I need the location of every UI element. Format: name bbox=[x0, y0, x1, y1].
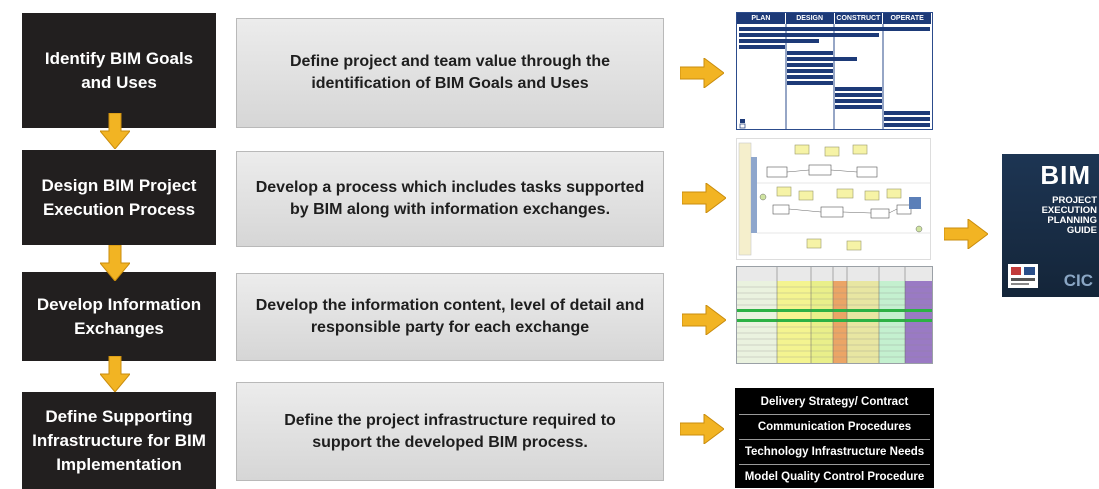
process-map-thumbnail bbox=[736, 138, 931, 260]
right-arrow-icon bbox=[944, 219, 988, 249]
step-3-description: Develop the information content, level o… bbox=[255, 297, 645, 336]
infrastructure-item-model-quality-control: Model Quality Control Procedure bbox=[744, 471, 925, 483]
book-publisher: CIC bbox=[1063, 271, 1093, 290]
right-arrow-icon bbox=[682, 183, 726, 213]
step-3-box: Develop Information Exchanges bbox=[22, 272, 216, 361]
infrastructure-item-delivery-strategy: Delivery Strategy/ Contract bbox=[739, 391, 930, 415]
step-4-box: Define Supporting Infrastructure for BIM… bbox=[22, 392, 216, 489]
phase-header: PLAN DESIGN CONSTRUCT OPERATE bbox=[737, 13, 932, 24]
phase-plan: PLAN bbox=[737, 13, 786, 24]
process-map-graphic bbox=[738, 142, 930, 256]
step-2-description: Develop a process which includes tasks s… bbox=[255, 179, 645, 218]
right-arrow-icon bbox=[680, 58, 724, 88]
phase-operate: OPERATE bbox=[883, 13, 932, 24]
bim-planning-guide-cover: BIM PROJECT EXECUTION PLANNING GUIDE CIC bbox=[1002, 154, 1099, 297]
phase-design: DESIGN bbox=[786, 13, 835, 24]
step-2-title: Design BIM Project Execution Process bbox=[41, 175, 197, 219]
step-4-description-box: Define the project infrastructure requir… bbox=[236, 382, 664, 481]
phase-construct: CONSTRUCT bbox=[835, 13, 884, 24]
step-1-title: Identify BIM Goals and Uses bbox=[44, 48, 194, 92]
bim-uses-matrix-thumbnail: PLAN DESIGN CONSTRUCT OPERATE bbox=[736, 12, 933, 130]
step-1-description-box: Define project and team value through th… bbox=[236, 18, 664, 128]
step-4-title: Define Supporting Infrastructure for BIM… bbox=[32, 406, 206, 474]
step-3-description-box: Develop the information content, level o… bbox=[236, 273, 664, 361]
right-arrow-icon bbox=[682, 305, 726, 335]
information-exchange-spreadsheet-thumbnail bbox=[736, 266, 933, 364]
step-2-description-box: Develop a process which includes tasks s… bbox=[236, 151, 664, 247]
sponsor-logos-icon bbox=[1008, 264, 1038, 288]
step-4-description: Define the project infrastructure requir… bbox=[284, 411, 616, 451]
bim-uses-matrix-graphic bbox=[739, 24, 930, 129]
down-arrow-icon bbox=[100, 356, 130, 392]
step-3-title: Develop Information Exchanges bbox=[36, 294, 202, 338]
infrastructure-list: Delivery Strategy/ Contract Communicatio… bbox=[735, 388, 934, 488]
spreadsheet-graphic bbox=[737, 267, 932, 363]
step-1-box: Identify BIM Goals and Uses bbox=[22, 13, 216, 128]
infrastructure-item-technology-infrastructure: Technology Infrastructure Needs bbox=[739, 441, 930, 465]
step-1-description: Define project and team value through th… bbox=[289, 53, 611, 92]
infrastructure-item-communication-procedures: Communication Procedures bbox=[739, 416, 930, 440]
right-arrow-icon bbox=[680, 414, 724, 444]
down-arrow-icon bbox=[100, 113, 130, 149]
book-subtitle: PROJECT EXECUTION PLANNING GUIDE bbox=[1041, 195, 1097, 236]
step-2-box: Design BIM Project Execution Process bbox=[22, 150, 216, 245]
down-arrow-icon bbox=[100, 245, 130, 281]
book-title: BIM bbox=[1040, 160, 1091, 190]
